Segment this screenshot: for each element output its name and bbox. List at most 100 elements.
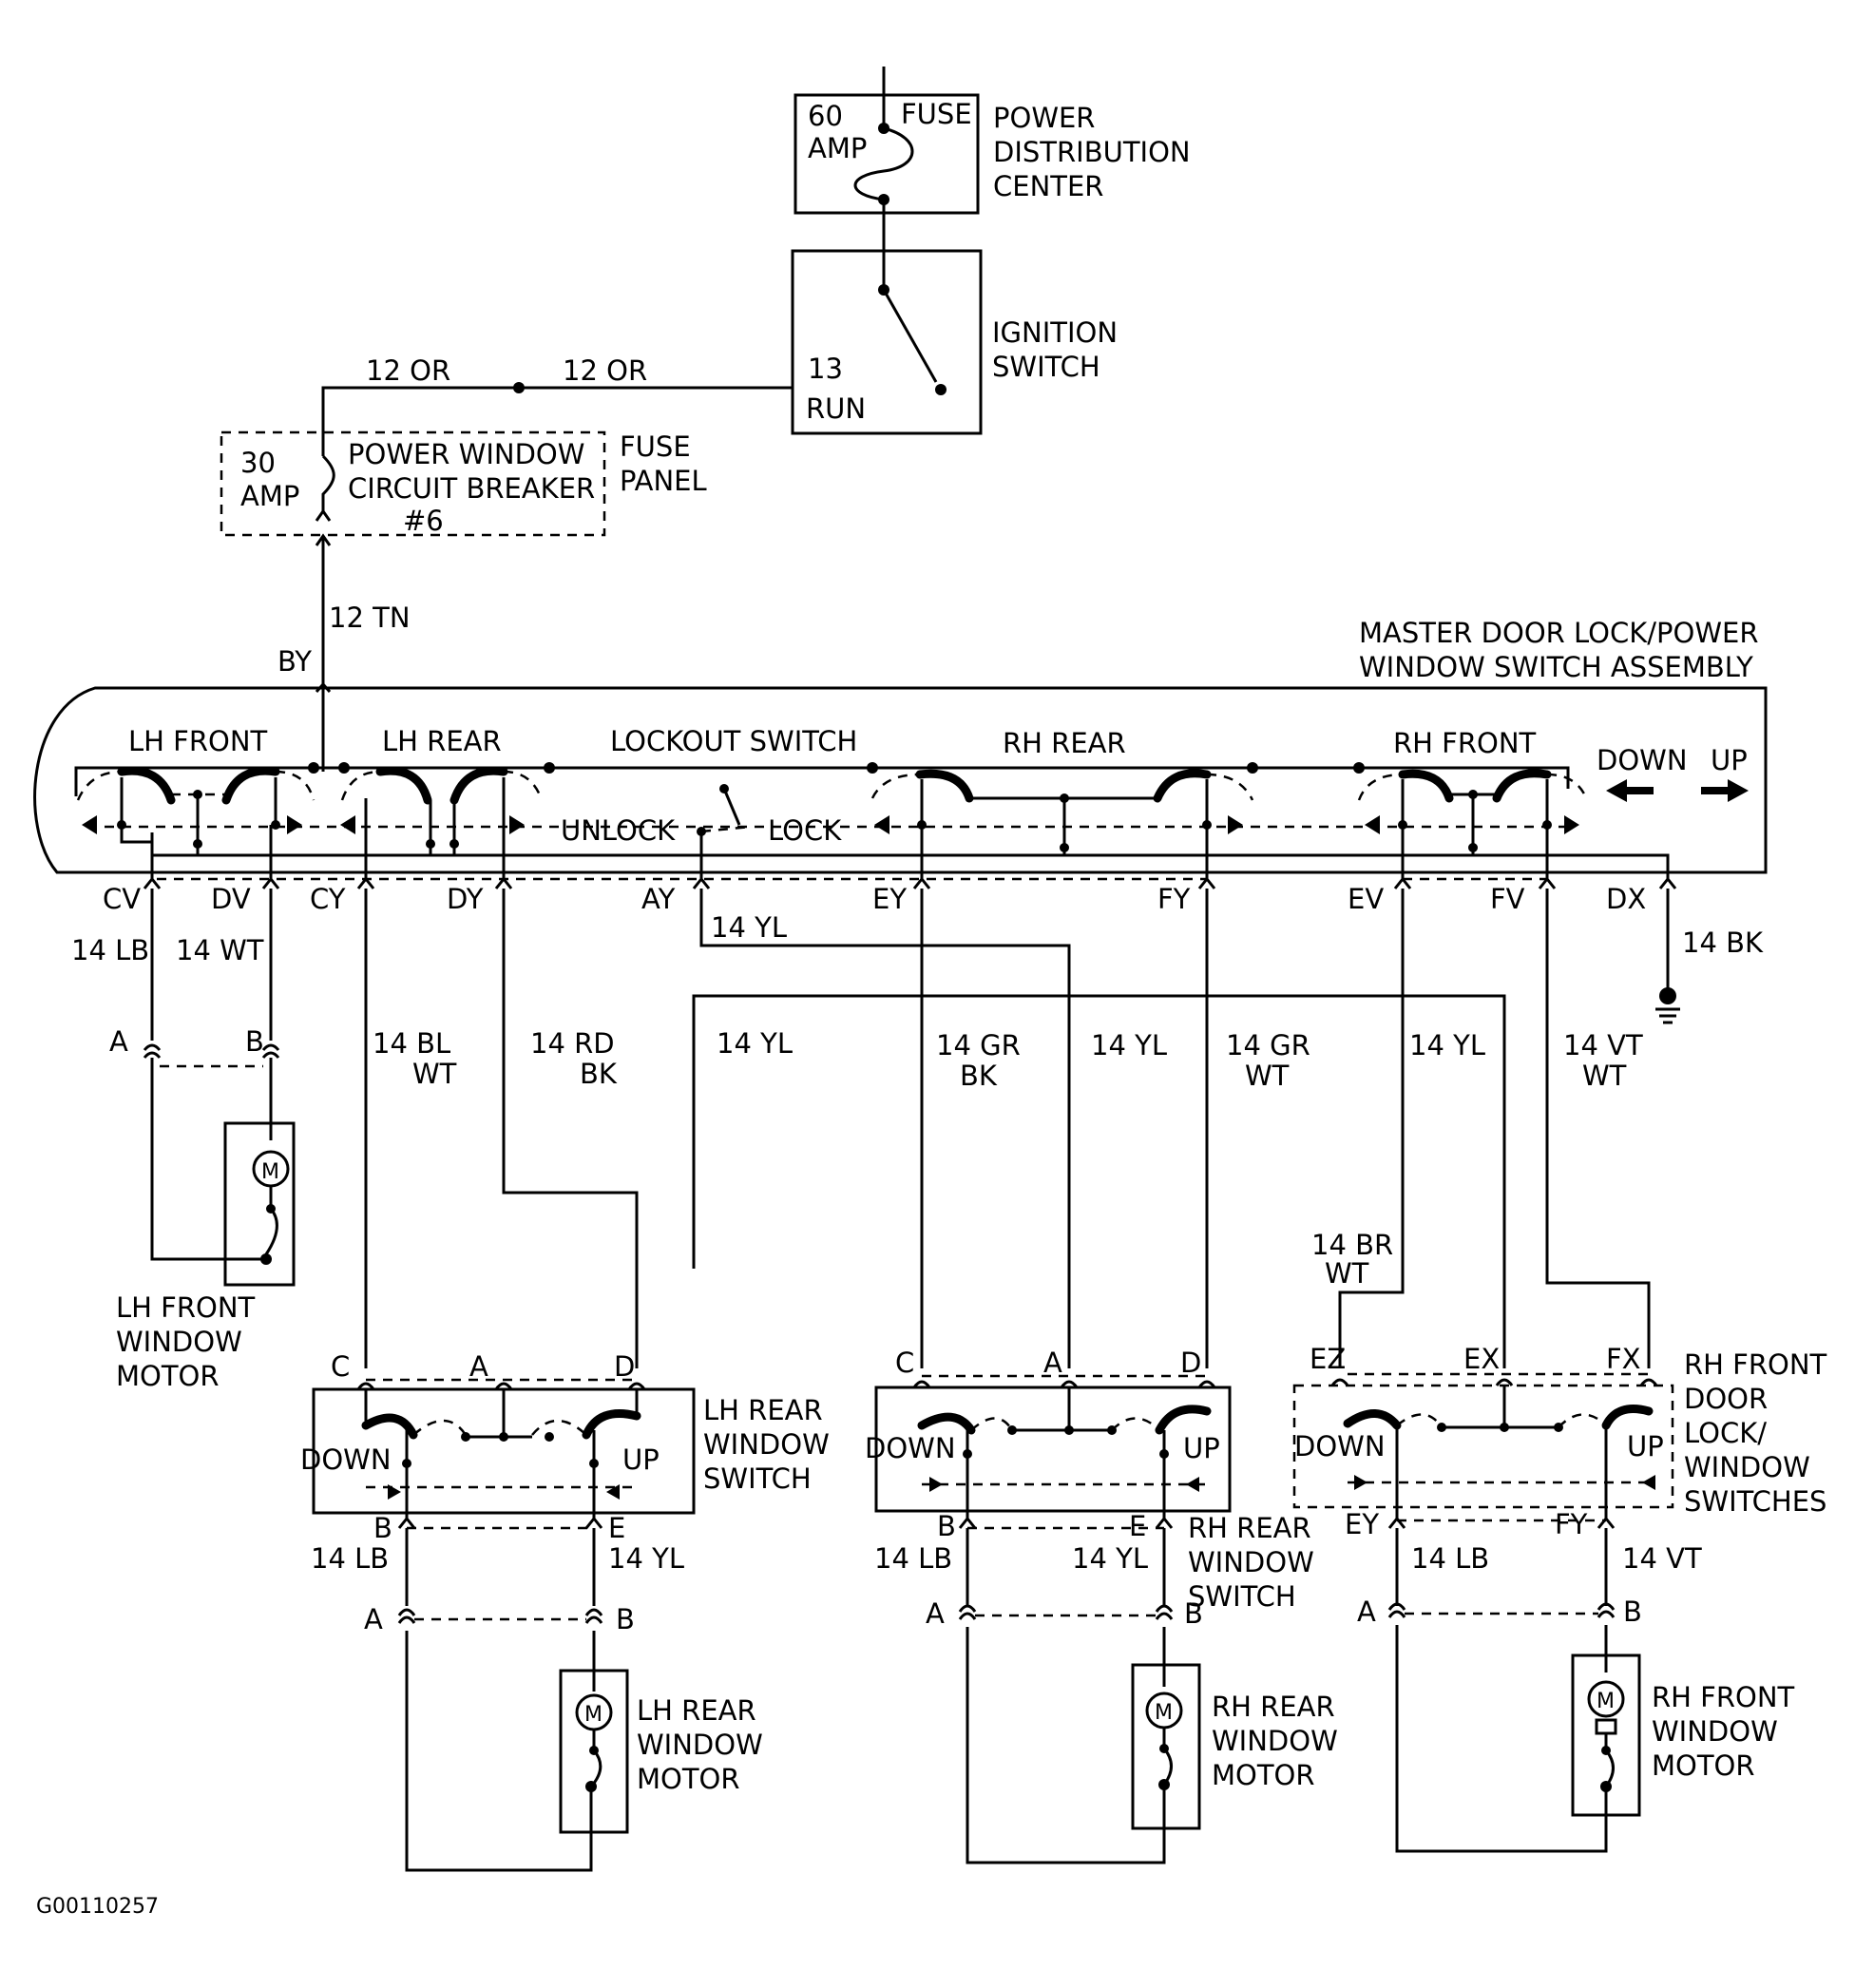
pin-ex: EX [1463,1343,1500,1375]
pin-a-lhr-bottom: A [364,1603,383,1635]
pin-d-rhr: D [1180,1347,1201,1379]
cb-line3: #6 [403,505,444,537]
pin-a-lhf: A [109,1025,128,1058]
fuse-panel-line1: FUSE [620,430,691,463]
rhf-down: DOWN [1294,1430,1386,1462]
pin-fy-rhf: FY [1555,1508,1588,1540]
lhr-motor-line2: WINDOW [637,1729,763,1761]
pin-a-rhf-bottom: A [1357,1596,1376,1628]
lh-front-window-motor: A B M LH FRONT WINDOW MOTOR [109,1025,296,1392]
master-title-line1: MASTER DOOR LOCK/POWER [1359,617,1758,649]
fuse-60-amp-line2: AMP [808,132,867,164]
pin-fv: FV [1490,883,1525,915]
wire-14rd-line1: 14 RD [530,1027,615,1060]
wire-14yl-ay: 14 YL [711,911,787,944]
pin-dv: DV [211,883,251,915]
rhr-switch-line2: WINDOW [1188,1546,1314,1578]
lhr-motor-line3: MOTOR [637,1763,740,1795]
rhf-switch-line5: SWITCHES [1684,1485,1826,1518]
rh-rear-motor-circuit: B E RH REAR WINDOW SWITCH 14 LB 14 YL A … [874,1510,1338,1864]
label-rh-rear: RH REAR [1003,727,1126,759]
figure-id: G00110257 [36,1895,159,1919]
pin-e-lhr: E [608,1512,625,1544]
pin-ez: EZ [1310,1343,1346,1375]
wire-14bk: 14 BK [1682,927,1764,959]
lhf-motor-line2: WINDOW [116,1326,242,1358]
pin-cv: CV [103,883,141,915]
rhr-motor-line3: MOTOR [1212,1759,1315,1791]
lhr-up: UP [622,1443,660,1476]
label-unlock: UNLOCK [561,814,676,847]
wire-14vtwt-line2: WT [1582,1060,1627,1092]
wire-14yl-lhr2: 14 YL [608,1542,684,1575]
fuse-label: FUSE [901,98,972,130]
wire-14yl-rhf: 14 YL [1409,1029,1485,1061]
rhr-up: UP [1183,1432,1220,1464]
rhf-motor-line2: WINDOW [1652,1715,1778,1748]
pin-b-rhf-bottom: B [1623,1596,1642,1628]
rhf-switch-line3: LOCK/ [1684,1417,1767,1449]
lhf-motor-m: M [261,1160,279,1184]
wire-cv-14lb: 14 LB [71,934,149,966]
wire-14grwt-line2: WT [1245,1060,1290,1092]
rhf-up: UP [1627,1430,1664,1462]
lhf-motor-line1: LH FRONT [116,1291,256,1324]
pin-c-rhr: C [895,1347,914,1379]
pin-dx: DX [1606,883,1646,915]
lhr-switch-line1: LH REAR [703,1394,823,1426]
wire-14vtwt-line1: 14 VT [1563,1029,1643,1061]
wire-14lb-rhr: 14 LB [874,1542,952,1575]
rhf-switch-line2: DOOR [1684,1383,1768,1415]
pin-ev: EV [1348,883,1384,915]
wire-14yl-rhr: 14 YL [1091,1029,1167,1061]
master-title-line2: WINDOW SWITCH ASSEMBLY [1359,651,1753,683]
harness-wires [150,889,1680,1368]
fuse-panel-line2: PANEL [620,465,707,497]
label-rh-front: RH FRONT [1393,727,1537,759]
pdc-line3: CENTER [993,170,1103,202]
rh-rear-window-switch: C A D DOWN UP [865,1347,1232,1520]
rhf-motor-line1: RH FRONT [1652,1681,1795,1713]
label-down: DOWN [1597,744,1688,776]
lhr-motor-m: M [584,1703,602,1727]
pdc-line1: POWER [993,102,1095,134]
wire-14yl-lhr: 14 YL [717,1027,793,1060]
label-lockout-switch: LOCKOUT SWITCH [610,725,857,757]
up-arrow-icon [1701,779,1749,802]
wire-14lb-rhf: 14 LB [1411,1542,1489,1575]
rhf-motor-m: M [1597,1690,1615,1713]
fuse-60-amp-line1: 60 [808,100,843,132]
lh-rear-window-switch: C A D DOWN UP LH REAR WINDOW SWITCH [300,1350,830,1520]
pin-b-lhr-bottom: B [616,1603,635,1635]
pin-c-lhr: C [331,1350,350,1383]
power-distribution-center: 60 AMP FUSE POWER DISTRIBUTION CENTER [794,67,1191,215]
pin-ey: EY [872,883,907,915]
run-line1: 13 [808,353,843,385]
rh-front-door-lock-window-switches: EZ EX FX DOWN UP RH FRONT DOOR LOCK/ WIN… [1292,1343,1827,1520]
label-lh-rear: LH REAR [382,725,502,757]
wire-14brwt-line2: WT [1325,1257,1369,1290]
wire-dv-14wt: 14 WT [176,934,264,966]
label-lock: LOCK [768,814,842,847]
wire-14grbk-line1: 14 GR [936,1029,1021,1061]
rhr-motor-m: M [1155,1701,1173,1725]
rh-front-motor-circuit: EY FY 14 LB 14 VT A B M RH FRONT WINDOW … [1345,1508,1795,1853]
circuit-breaker-fuse-panel: 30 AMP POWER WINDOW CIRCUIT BREAKER #6 F… [220,430,707,537]
pin-ay: AY [641,883,676,915]
rhf-motor-line3: MOTOR [1652,1749,1755,1782]
wire-14rd-line2: BK [580,1058,618,1090]
wire-12or-left: 12 OR [366,354,450,387]
master-connector-pins [143,876,1677,889]
wire-14brwt-line1: 14 BR [1311,1229,1393,1261]
pin-cy: CY [310,883,346,915]
wire-14yl-rhr2: 14 YL [1072,1542,1148,1575]
cb-30-amp-line1: 30 [240,447,276,479]
pin-a-rhr: A [1043,1347,1062,1379]
rhr-motor-line1: RH REAR [1212,1691,1335,1723]
pin-b-rhr: B [937,1510,956,1542]
cb-line2: CIRCUIT BREAKER [348,472,595,505]
lhr-motor-line1: LH REAR [637,1694,756,1727]
rhf-switch-line1: RH FRONT [1684,1348,1827,1381]
